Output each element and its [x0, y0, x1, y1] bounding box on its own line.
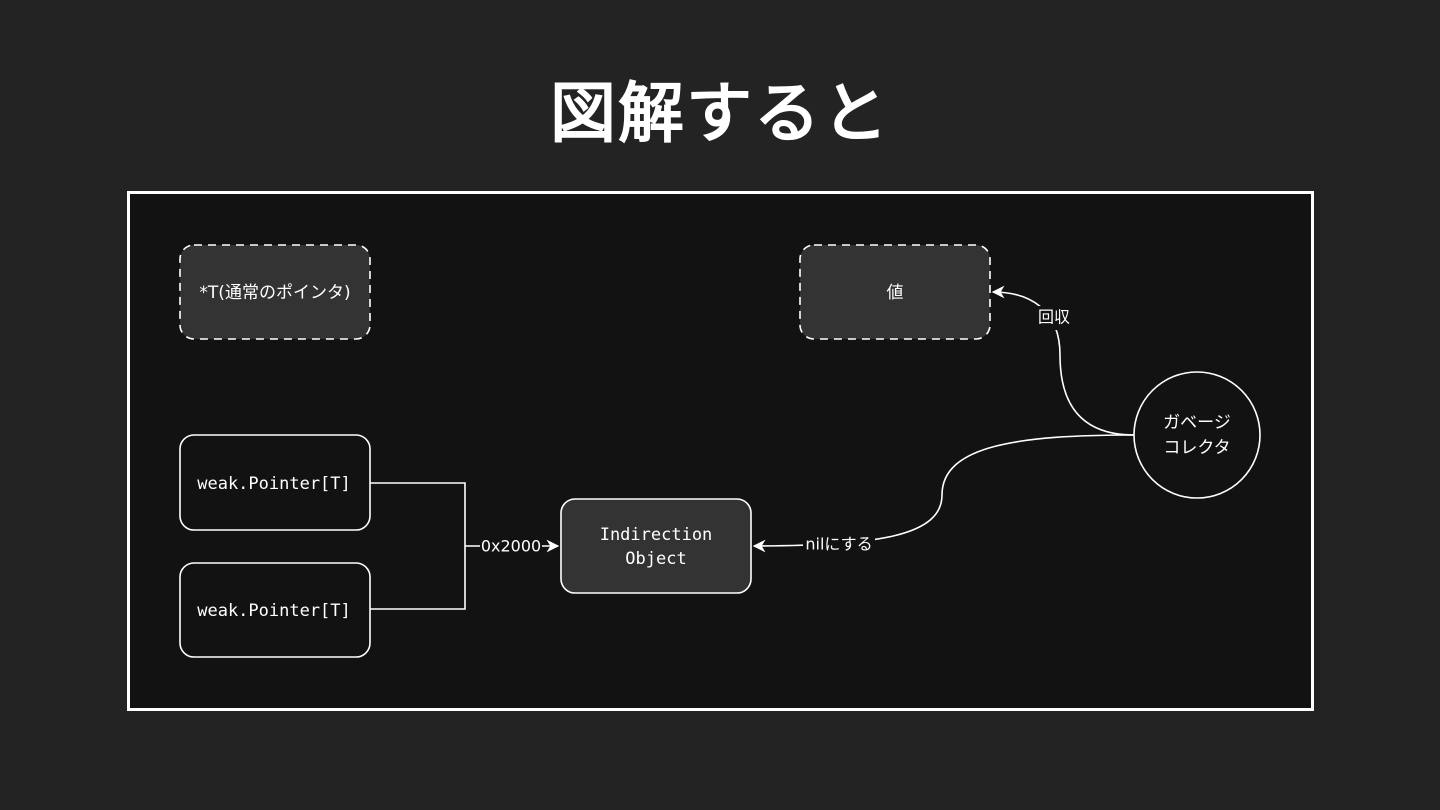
value-node: 値 — [799, 244, 991, 340]
garbage-collector-label-line2: コレクタ — [1163, 438, 1230, 458]
indirection-object-label-line2: Object — [625, 549, 686, 569]
weak-pointer-node-1: weak.Pointer[T] — [179, 434, 371, 531]
reclaim-edge: 回収 — [991, 285, 1135, 436]
weak-pointer-node-2: weak.Pointer[T] — [179, 562, 371, 658]
value-label: 値 — [887, 283, 904, 303]
reclaim-edge-label: 回収 — [1038, 308, 1070, 327]
garbage-collector-label-line1: ガベージ — [1163, 413, 1231, 433]
slide-title: 図解すると — [550, 75, 890, 152]
set-nil-edge-label: nilにする — [805, 535, 872, 554]
address-edge-label: 0x2000 — [481, 537, 541, 556]
garbage-collector-node: ガベージ コレクタ — [1133, 371, 1261, 499]
normal-pointer-node: *T(通常のポインタ) — [179, 244, 371, 340]
set-nil-edge: nilにする — [752, 434, 1135, 556]
indirection-object-label-line1: Indirection — [600, 525, 713, 545]
weak-pointer-label-1: weak.Pointer[T] — [197, 474, 351, 494]
address-edge: 0x2000 — [370, 482, 560, 610]
normal-pointer-label: *T(通常のポインタ) — [199, 283, 350, 303]
indirection-object-node: Indirection Object — [560, 498, 752, 594]
weak-pointer-label-2: weak.Pointer[T] — [197, 601, 351, 621]
